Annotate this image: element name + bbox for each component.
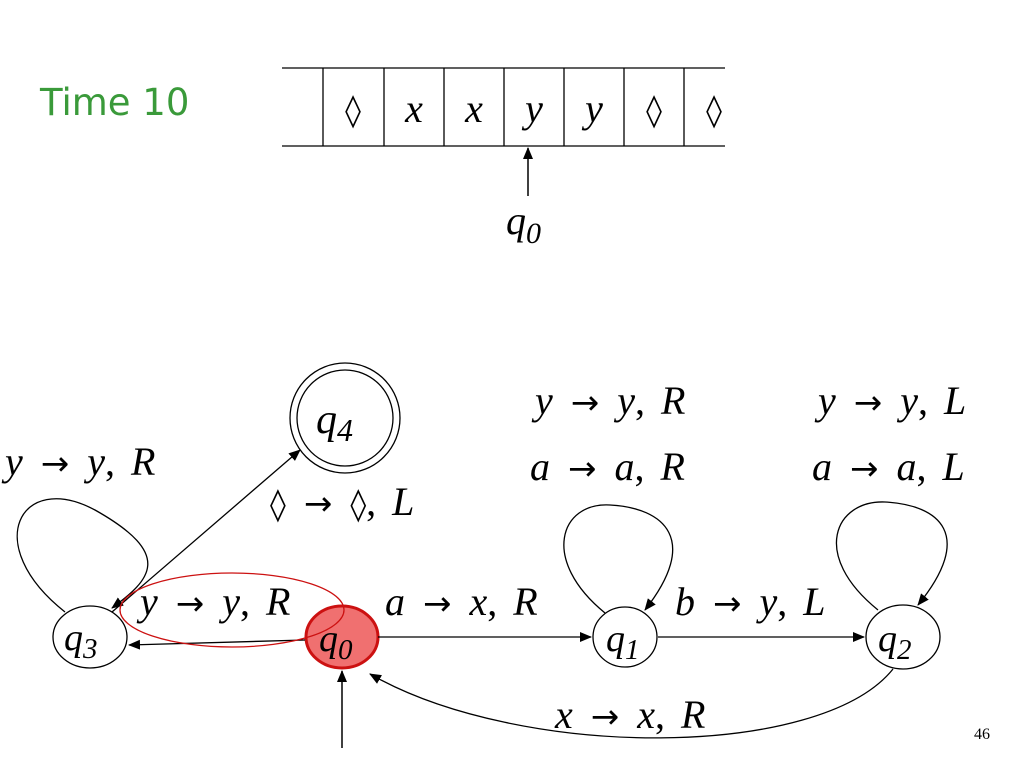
state-q1: q1 (592, 606, 658, 668)
state-q2-circle (865, 604, 941, 670)
transition-label-q2-loop-1: y → y, L (814, 378, 966, 423)
edge-q2-q0 (369, 668, 894, 739)
tape-cell-symbol: x (404, 86, 423, 131)
transition-label-q1-loop-2: a → a, R (530, 444, 685, 489)
state-q3: q3 (52, 605, 128, 669)
state-q3-circle (52, 605, 128, 669)
state-q4-label: q4 (316, 397, 353, 448)
state-q1-circle (592, 606, 658, 668)
tape-dividers (322, 68, 685, 146)
slide-title: Time 10 (40, 81, 190, 124)
tape-head: q0 (506, 147, 541, 250)
transition-label-q1-loop-1: y → y, R (531, 378, 685, 423)
active-transition-highlight (119, 572, 345, 648)
tape-cell-symbol: y (581, 86, 603, 131)
loop-q2 (835, 501, 948, 611)
loop-q1 (563, 504, 674, 614)
page-number: 46 (974, 726, 990, 743)
state-q1-label: q1 (606, 618, 640, 666)
transition-label-q0-q1: a → x, R (385, 579, 538, 624)
tape-cell-symbol: ◊ (706, 91, 722, 129)
state-q3-label: q3 (64, 617, 98, 665)
state-q2-label: q2 (878, 618, 912, 666)
edge-q3-q4 (111, 449, 301, 613)
transition-label-q2-q0: x → x, R (554, 692, 705, 737)
state-q4-inner-circle (296, 369, 394, 467)
state-q0-label: q0 (319, 618, 353, 666)
tape-cell-symbol: y (521, 86, 543, 131)
transition-label-q1-q2: b → y, L (675, 579, 826, 624)
transition-label-q0-q3: y → y, R (136, 579, 290, 624)
transition-label-q3-loop: y → y, R (1, 439, 155, 484)
loop-q3 (16, 498, 149, 613)
edge-q0-q3 (128, 639, 306, 650)
state-q2: q2 (865, 604, 941, 670)
state-q4: q4 (289, 362, 401, 474)
state-q0: q0 (304, 604, 380, 670)
transition-label-q3-q4: ◊ → ◊, L (270, 479, 414, 524)
tape-cell-symbol: ◊ (646, 91, 662, 129)
tape-cell-symbol: ◊ (345, 91, 361, 129)
tape-cell-symbol: x (464, 86, 483, 131)
transition-label-q2-loop-2: a → a, L (812, 444, 965, 489)
tape-head-state: q0 (506, 198, 541, 250)
